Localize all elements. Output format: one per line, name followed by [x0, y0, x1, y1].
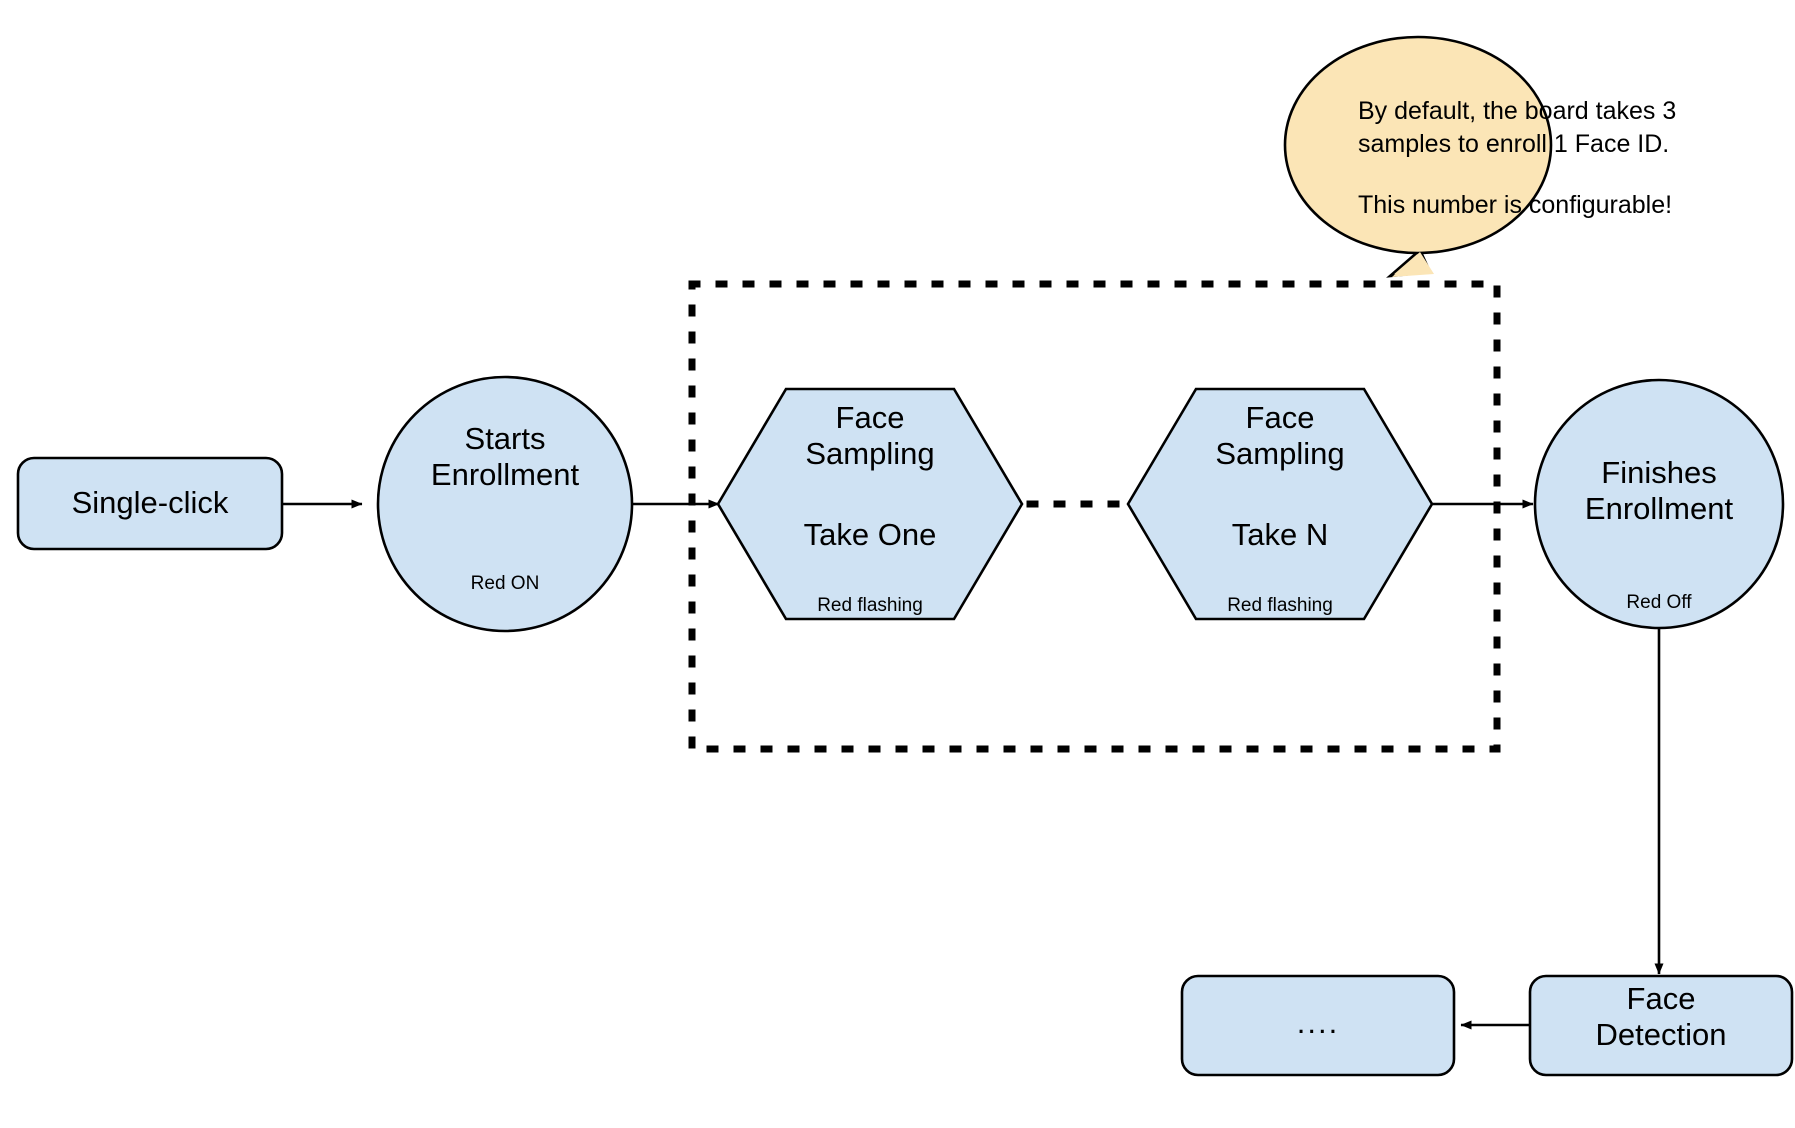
node-starts-enrollment[interactable] — [376, 375, 634, 633]
node-face-sampling-take-one[interactable] — [716, 387, 1024, 621]
callout-tail-fill — [1392, 252, 1434, 277]
callout-bubble — [1283, 35, 1553, 255]
node-face-detection[interactable] — [1528, 974, 1794, 1077]
node-single-click[interactable] — [16, 456, 284, 551]
node-face-sampling-take-n[interactable] — [1126, 387, 1434, 621]
node-continuation[interactable] — [1180, 974, 1456, 1077]
sampling-group-box — [688, 280, 1501, 753]
node-finishes-enrollment[interactable] — [1533, 378, 1785, 630]
